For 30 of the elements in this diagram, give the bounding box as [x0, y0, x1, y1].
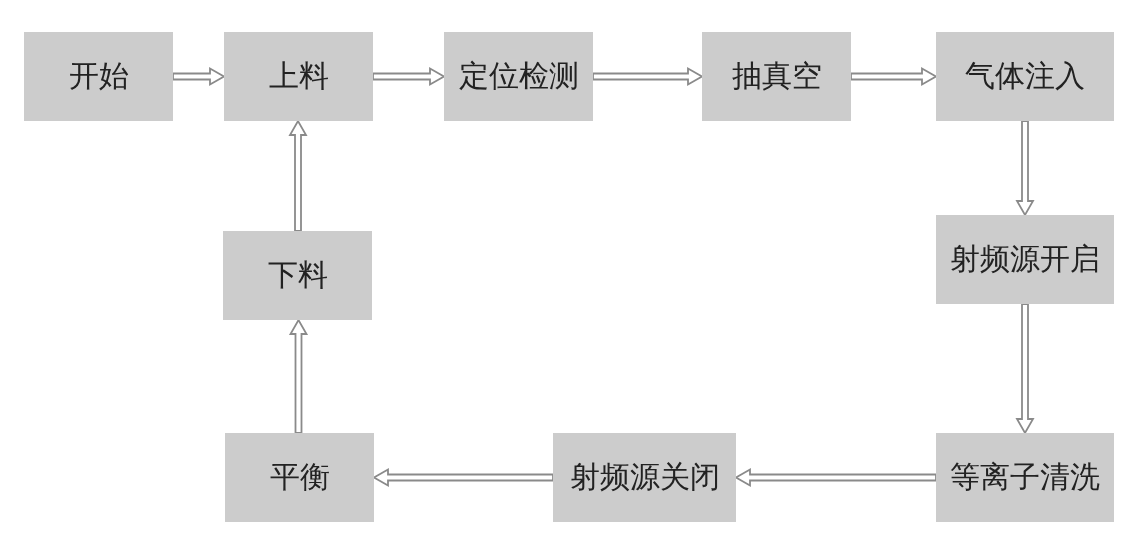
hollow-arrow [850, 66, 938, 87]
process-box [224, 32, 373, 121]
process-box [24, 32, 173, 121]
step-label: 开始 [68, 57, 129, 95]
hollow-arrow [288, 318, 309, 434]
hollow-arrow [1015, 120, 1035, 217]
step-label: 平衡 [269, 458, 330, 496]
step-label: 抽真空 [731, 57, 822, 95]
hollow-arrow [288, 119, 308, 232]
hollow-arrow [1015, 303, 1035, 435]
step-label: 射频源开启 [950, 240, 1100, 278]
step-label: 下料 [267, 256, 328, 294]
step-label: 等离子清洗 [950, 458, 1100, 496]
process-box [225, 433, 374, 522]
process-box [702, 32, 851, 121]
step-label: 上料 [268, 57, 329, 95]
process-box [444, 32, 593, 121]
process-box [936, 32, 1114, 121]
hollow-arrow [172, 66, 226, 87]
process-box [223, 231, 372, 320]
hollow-arrow [734, 467, 937, 488]
step-label: 定位检测 [458, 57, 579, 95]
step-label: 气体注入 [965, 57, 1085, 95]
hollow-arrow [372, 467, 554, 488]
process-box [553, 433, 736, 522]
process-box [936, 215, 1114, 304]
step-label: 射频源关闭 [569, 458, 720, 496]
hollow-arrow [592, 66, 704, 87]
process-box [936, 433, 1114, 522]
hollow-arrow [372, 66, 446, 87]
